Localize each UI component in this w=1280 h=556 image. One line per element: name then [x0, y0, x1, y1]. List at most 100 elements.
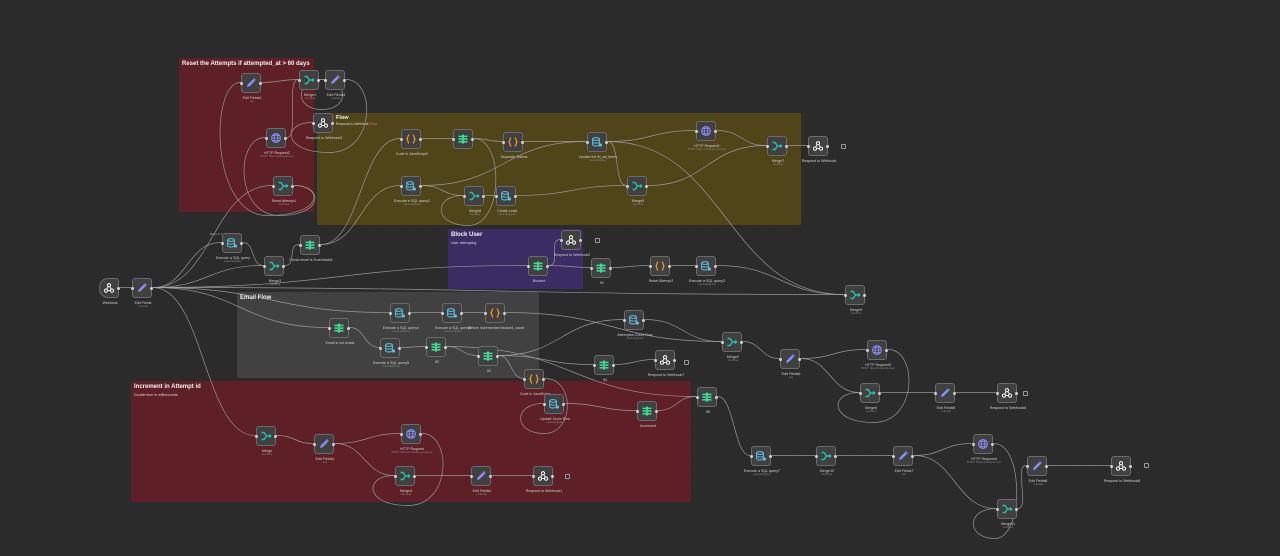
end-connector[interactable]	[684, 360, 689, 365]
node-if2[interactable]: If2	[425, 337, 447, 364]
output-connector[interactable]	[542, 378, 545, 381]
node-separate-tokens[interactable]: Separate Tokens	[501, 132, 527, 159]
output-connector[interactable]	[1129, 465, 1132, 468]
output-connector[interactable]	[878, 392, 881, 395]
input-connector[interactable]	[815, 455, 818, 458]
input-connector[interactable]	[131, 287, 134, 290]
connection-if5-to-exec-sql7[interactable]	[717, 396, 751, 456]
output-connector[interactable]	[150, 287, 153, 290]
output-connector[interactable]	[240, 242, 243, 245]
input-connector[interactable]	[807, 145, 810, 148]
input-connector[interactable]	[495, 195, 498, 198]
output-connector[interactable]	[1045, 465, 1048, 468]
output-connector[interactable]	[331, 122, 334, 125]
input-connector[interactable]	[1026, 465, 1029, 468]
node-respond-webhook1[interactable]: Respond to Webhook1	[526, 466, 562, 493]
output-connector[interactable]	[521, 141, 524, 144]
node-respond-webhook-top[interactable]: Respond to Webhook	[802, 136, 836, 163]
output-connector[interactable]	[1015, 508, 1018, 511]
input-connector[interactable]	[389, 312, 392, 315]
output-connector[interactable]	[332, 443, 335, 446]
input-connector[interactable]	[263, 265, 266, 268]
input-connector[interactable]	[527, 265, 530, 268]
input-connector[interactable]	[255, 435, 258, 438]
input-connector[interactable]	[543, 403, 546, 406]
input-connector[interactable]	[240, 82, 243, 85]
output-connector[interactable]	[609, 267, 612, 270]
node-increment[interactable]: Increment	[636, 401, 658, 428]
input-connector[interactable]	[695, 130, 698, 133]
output-connector[interactable]	[546, 265, 549, 268]
node-return-incr[interactable]: Return incremented blocked_count	[468, 303, 524, 330]
connection-merge11-to-edit-fields8[interactable]	[1017, 465, 1027, 509]
output-connector[interactable]	[798, 358, 801, 361]
output-connector[interactable]	[714, 130, 717, 133]
output-connector[interactable]	[413, 475, 416, 478]
output-connector[interactable]	[291, 185, 294, 188]
node-respond-webhook6[interactable]: Respond to Webhook6	[990, 383, 1026, 410]
input-connector[interactable]	[721, 341, 724, 344]
node-if5[interactable]: If5	[696, 387, 718, 414]
output-connector[interactable]	[419, 433, 422, 436]
node-if3[interactable]: If3	[477, 346, 499, 373]
node-respond-webhook8[interactable]: Respond to Webhook8	[1104, 456, 1140, 483]
input-connector[interactable]	[866, 349, 869, 352]
end-connector[interactable]	[565, 474, 570, 479]
output-connector[interactable]	[655, 410, 658, 413]
input-connector[interactable]	[463, 195, 466, 198]
input-connector[interactable]	[313, 443, 316, 446]
input-connector[interactable]	[299, 244, 302, 247]
input-connector[interactable]	[441, 312, 444, 315]
input-connector[interactable]	[934, 392, 937, 395]
connection-edit-fields-to-exec-sql[interactable]	[152, 242, 222, 288]
input-connector[interactable]	[593, 364, 596, 367]
input-connector[interactable]	[532, 475, 535, 478]
input-connector[interactable]	[695, 265, 698, 268]
input-connector[interactable]	[502, 141, 505, 144]
output-connector[interactable]	[863, 294, 866, 297]
input-connector[interactable]	[328, 327, 331, 330]
input-connector[interactable]	[859, 392, 862, 395]
output-connector[interactable]	[482, 195, 485, 198]
output-connector[interactable]	[714, 265, 717, 268]
input-connector[interactable]	[892, 455, 895, 458]
output-connector[interactable]	[826, 145, 829, 148]
output-connector[interactable]	[514, 195, 517, 198]
output-connector[interactable]	[991, 443, 994, 446]
connection-merge3-to-check-email[interactable]	[284, 244, 300, 266]
node-if-flow[interactable]	[452, 129, 474, 149]
output-connector[interactable]	[419, 185, 422, 188]
input-connector[interactable]	[696, 396, 699, 399]
output-connector[interactable]	[460, 312, 463, 315]
output-connector[interactable]	[419, 138, 422, 141]
output-connector[interactable]	[318, 244, 321, 247]
output-connector[interactable]	[562, 403, 565, 406]
connection-edit-fields6-to-http-request3[interactable]	[800, 349, 867, 359]
input-connector[interactable]	[484, 312, 487, 315]
input-connector[interactable]	[649, 265, 652, 268]
output-connector[interactable]	[911, 455, 914, 458]
